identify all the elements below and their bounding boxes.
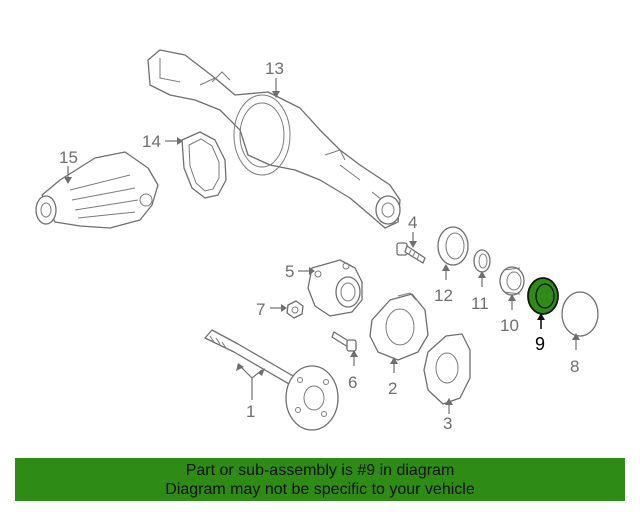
part-12-oil-seal[interactable] [437,226,469,266]
part-4-bolt[interactable] [396,242,426,264]
part-5-retainer[interactable] [307,259,363,317]
info-banner: Part or sub-assembly is #9 in diagram Di… [15,458,625,501]
part-1-axle-shaft[interactable] [204,329,339,431]
callout-15: 15 [59,148,78,167]
part-13-axle-housing[interactable] [147,49,401,229]
banner-line-2: Diagram may not be specific to your vehi… [165,481,475,498]
callout-2: 2 [388,379,397,398]
part-10-bearing[interactable] [499,266,525,296]
part-2-backing-plate[interactable] [369,292,429,361]
callout-8: 8 [570,357,579,376]
callout-13: 13 [265,59,284,78]
callout-3: 3 [443,414,452,433]
part-9-highlighted-seal[interactable] [527,277,559,315]
part-7-nut[interactable] [286,300,304,319]
part-11-snap-ring[interactable] [473,249,491,273]
part-15-differential-carrier[interactable] [35,151,159,229]
callout-11: 11 [471,294,489,313]
callout-1: 1 [246,402,255,421]
callout-5: 5 [285,262,294,281]
callout-6: 6 [348,373,357,392]
callout-9: 9 [535,334,545,354]
callout-7: 7 [256,300,265,319]
callout-14: 14 [142,132,161,151]
parts-diagram: 13 14 15 4 12 11 [35,49,599,433]
banner-line-1: Part or sub-assembly is #9 in diagram [185,462,455,479]
callout-10: 10 [500,316,519,335]
part-8-gasket[interactable] [561,291,599,337]
callout-4: 4 [408,213,417,232]
part-6-hub-bolt[interactable] [331,331,357,352]
callout-12: 12 [434,286,453,305]
part-3-gasket[interactable] [423,333,471,405]
part-14-gasket[interactable] [181,131,227,199]
